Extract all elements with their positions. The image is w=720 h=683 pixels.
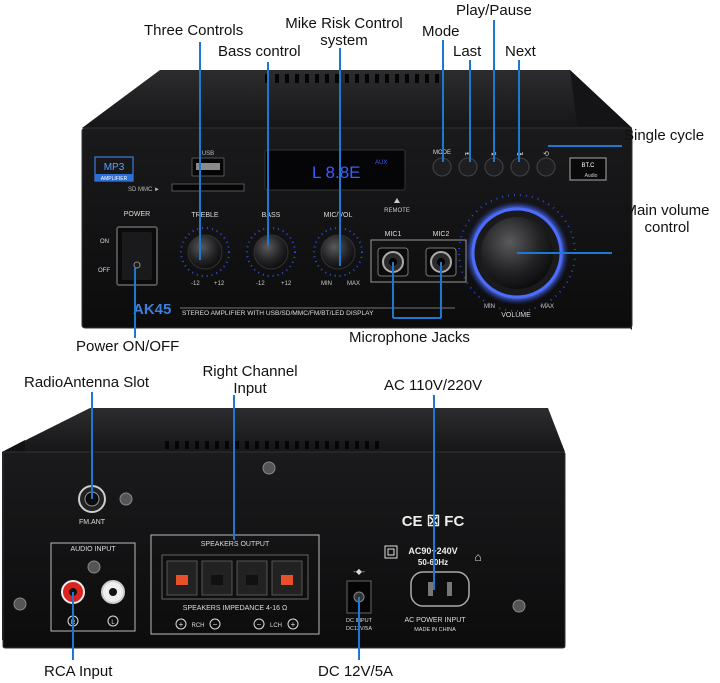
rear-chassis-top <box>2 408 565 452</box>
callout-radio-antenna: RadioAntenna Slot <box>24 374 150 391</box>
plus-icon <box>175 618 187 630</box>
callout-power: Power ON/OFF <box>76 338 180 355</box>
callout-rca-input: RCA Input <box>44 663 113 680</box>
bass-label: BASS <box>262 212 281 219</box>
plus-icon <box>287 618 299 630</box>
ac-power-socket[interactable] <box>410 571 470 607</box>
volume-label: VOLUME <box>501 312 531 319</box>
micvol-min-label: MIN <box>321 281 332 287</box>
power-on-label: ON <box>100 239 109 245</box>
speaker-terminal-lch-minus[interactable] <box>236 560 268 596</box>
svg-text:+: + <box>179 620 184 629</box>
mic1-label: MIC1 <box>385 231 402 238</box>
screw-icons <box>13 461 526 613</box>
mic-vol-knob[interactable] <box>313 227 363 277</box>
callout-last: Last <box>453 43 482 60</box>
remote-sensor-icon <box>394 198 400 203</box>
lch-label: LCH <box>270 623 282 629</box>
volume-max-label: MAX <box>541 304 554 310</box>
mp3-label: MP3 <box>104 162 125 173</box>
rca-left-jack[interactable] <box>101 580 125 604</box>
volume-min-label: MIN <box>484 304 495 310</box>
treble-label: TREBLE <box>191 212 219 219</box>
usb-label: USB <box>202 151 214 157</box>
bluetooth-badge <box>569 157 607 181</box>
treble-max-label: +12 <box>214 281 225 287</box>
treble-knob[interactable] <box>180 227 230 277</box>
rear-top-vent <box>165 441 379 449</box>
display-readout: L 8.8E <box>312 163 361 182</box>
bass-knob[interactable] <box>246 227 296 277</box>
svg-text:−: − <box>257 620 262 629</box>
bass-min-label: -12 <box>256 281 265 287</box>
mic-vol-label: MIC/VOL <box>324 212 353 219</box>
minus-icon <box>253 618 265 630</box>
repeat-icon: ⟲ <box>543 151 549 158</box>
bt-audio-label: Audio <box>585 173 598 179</box>
rch-label: RCH <box>192 623 205 629</box>
callout-microphone-jacks: Microphone Jacks <box>349 329 470 346</box>
prev-icon: ⏮ <box>465 151 471 158</box>
speakers-output-label: SPEAKERS OUTPUT <box>201 541 270 548</box>
next-icon: ⏭ <box>517 151 524 158</box>
power-off-icon <box>133 261 141 269</box>
fm-ant-label: FM.ANT <box>79 519 106 526</box>
made-in-label: MADE IN CHINA <box>414 627 456 633</box>
led-display <box>264 149 406 191</box>
callout-three-controls: Three Controls <box>144 22 244 39</box>
callout-main-volume: Main volume control <box>624 202 710 236</box>
audio-input-frame <box>50 542 136 632</box>
callout-mode: Mode <box>422 23 460 40</box>
amplifier-label: AMPLIFIER <box>101 176 128 182</box>
callout-ac-power: AC 110V/220V <box>384 377 483 394</box>
dc-polarity-icon: -◆- <box>353 567 365 576</box>
callout-lines <box>72 20 622 660</box>
sd-mmc-label: SD MMC ► <box>128 187 160 193</box>
callout-mike-risk: Mike Risk Control system <box>285 15 403 49</box>
rca-l-label: L <box>111 620 115 626</box>
audio-input-label: AUDIO INPUT <box>70 546 116 553</box>
bass-max-label: +12 <box>281 281 292 287</box>
minus-icon <box>209 618 221 630</box>
mic2-label: MIC2 <box>433 231 450 238</box>
model-label: AK45 <box>133 301 171 318</box>
power-off-label: OFF <box>98 268 110 274</box>
house-icon: ⌂ <box>474 550 481 564</box>
last-button[interactable] <box>458 157 478 177</box>
callout-dc: DC 12V/5A <box>318 663 394 680</box>
sd-card-slot[interactable] <box>171 183 245 192</box>
micvol-max-label: MAX <box>347 281 360 287</box>
power-label: POWER <box>124 211 150 218</box>
rear-amplifier: FM.ANT AUDIO INPUT R L SPEAKERS OUTPUT S… <box>2 408 566 649</box>
svg-text:+: + <box>291 620 296 629</box>
speaker-terminal-rch-plus[interactable] <box>166 560 198 596</box>
double-insulation-icon <box>384 545 398 559</box>
ac-power-input-label: AC POWER INPUT <box>404 617 466 624</box>
speakers-impedance-label: SPEAKERS IMPEDANCE 4-16 Ω <box>183 605 287 612</box>
speaker-terminal-rch-minus[interactable] <box>201 560 233 596</box>
svg-text:−: − <box>213 620 218 629</box>
front-amplifier: MP3 AMPLIFIER USB SD MMC ► L 8.8E AUX RE… <box>81 70 633 330</box>
model-description: STEREO AMPLIFIER WITH USB/SD/MMC/FM/BT/L… <box>182 310 374 317</box>
speaker-terminal-lch-plus[interactable] <box>271 560 303 596</box>
callout-right-channel: Right Channel Input <box>202 363 298 397</box>
display-aux: AUX <box>375 160 387 166</box>
single-cycle-button[interactable] <box>536 157 556 177</box>
treble-min-label: -12 <box>191 281 200 287</box>
callout-single-cycle: Single cycle <box>624 127 705 144</box>
callout-next: Next <box>505 43 536 60</box>
bt-c-label: BT.C <box>581 163 595 169</box>
callout-bass-control: Bass control <box>218 43 301 60</box>
remote-label: REMOTE <box>384 208 410 214</box>
callout-play-pause: Play/Pause <box>456 2 532 19</box>
